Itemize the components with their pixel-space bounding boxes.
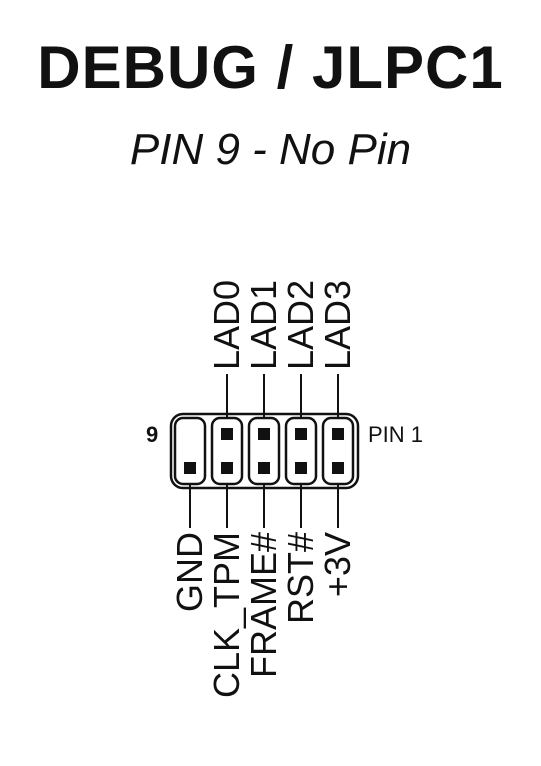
- top-pin-label-lad0: LAD0: [206, 280, 247, 370]
- bottom-pin-label-rst: RST#: [280, 532, 321, 624]
- pin-square: [258, 462, 270, 474]
- pin-column-2: [210, 416, 244, 486]
- pin-column-5: [321, 416, 355, 486]
- page-subtitle: PIN 9 - No Pin: [129, 125, 412, 174]
- top-pin-label-lad2: LAD2: [280, 280, 321, 370]
- bottom-pin-label-frame: FRAME#: [243, 532, 284, 678]
- pin-square: [332, 428, 344, 440]
- bottom-pin-label-gnd: GND: [169, 532, 210, 612]
- bottom-pin-label-clk-tpm: CLK_TPM: [206, 532, 247, 698]
- pin-square: [184, 462, 196, 474]
- pin-square: [258, 428, 270, 440]
- top-pin-label-lad3: LAD3: [317, 280, 358, 370]
- pin-square: [221, 462, 233, 474]
- pin-square: [332, 462, 344, 474]
- top-pin-label-lad1: LAD1: [243, 280, 284, 370]
- pin-square: [221, 428, 233, 440]
- page-title: DEBUG / JLPC1: [37, 34, 504, 101]
- pin-square: [295, 428, 307, 440]
- pin-column-4: [284, 416, 318, 486]
- pin-column-3: [247, 416, 281, 486]
- bottom-pin-label-3v: +3V: [317, 532, 358, 597]
- pin-1-label: PIN 1: [368, 422, 423, 447]
- pin-square: [295, 462, 307, 474]
- pin-9-label: 9: [146, 422, 158, 447]
- pin-column-1: [173, 416, 207, 486]
